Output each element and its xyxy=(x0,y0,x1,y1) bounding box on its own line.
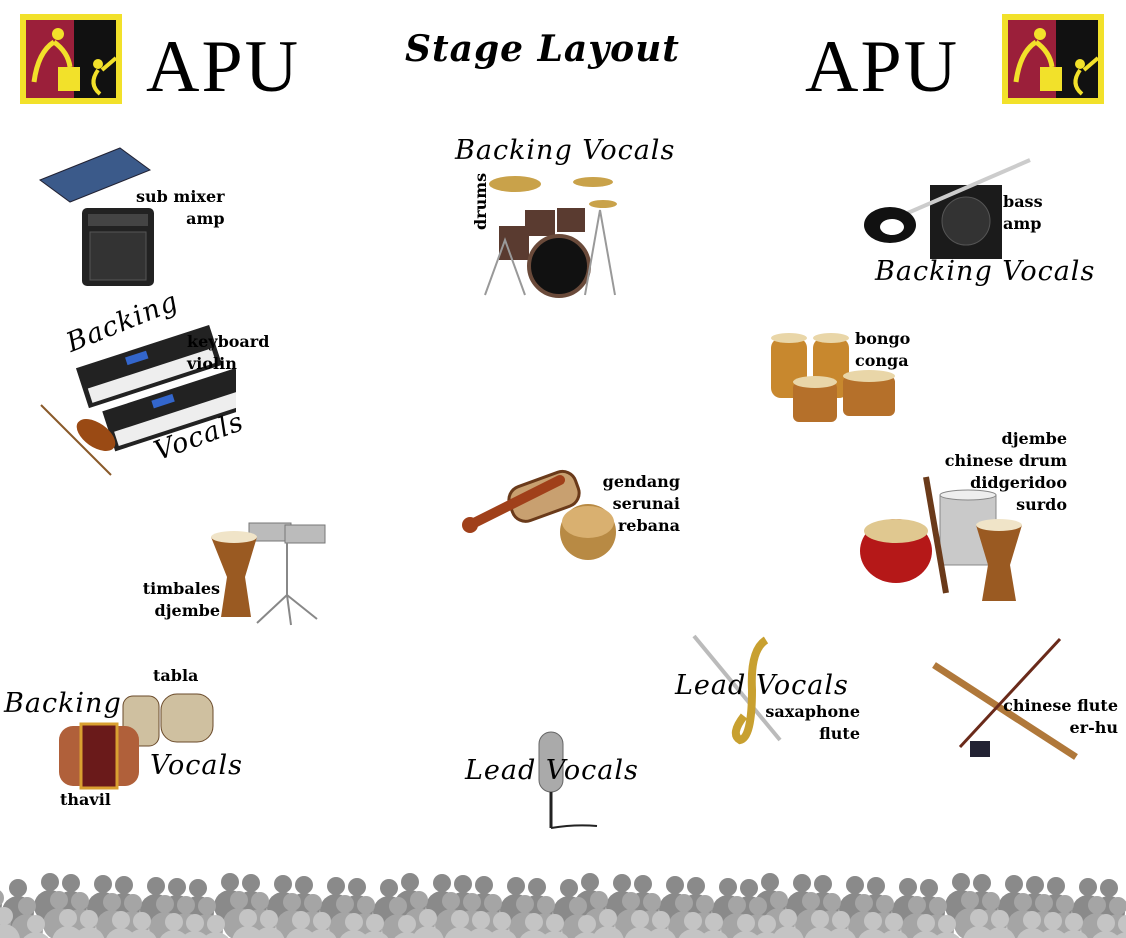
audience-member xyxy=(106,911,136,938)
bongo-conga-icon xyxy=(771,333,895,422)
mixer-label: sub mixer amp xyxy=(136,187,225,228)
gendang-label: gendang serunai rebana xyxy=(602,472,680,535)
audience-member xyxy=(466,911,496,938)
drums-label: drums xyxy=(471,172,490,230)
audience-member xyxy=(772,909,804,938)
microphone-icon xyxy=(538,731,598,829)
world-drums-label: djembe chinese drum didgeridoo surdo xyxy=(944,429,1067,514)
audience-member xyxy=(700,913,728,938)
audience-member xyxy=(361,914,389,938)
drum-kit-icon xyxy=(484,176,617,298)
saxophone-flute-icon xyxy=(692,634,782,745)
audience-member xyxy=(487,912,517,938)
bass-amp-icon xyxy=(864,158,1031,259)
sax-lead-vocals-label: Lead Vocals xyxy=(675,670,849,701)
audience-member xyxy=(1092,914,1120,938)
audience-member xyxy=(181,914,209,938)
apu-logo-right xyxy=(1002,14,1104,104)
audience-member xyxy=(858,912,888,938)
tabla-label: tabla xyxy=(153,666,199,685)
audience-member xyxy=(678,912,708,938)
audience-member xyxy=(520,913,548,938)
audience-member xyxy=(541,914,569,938)
mixer-amp-icon xyxy=(38,147,154,286)
chinese-label: chinese flute er-hu xyxy=(1003,696,1118,737)
audience-member xyxy=(307,912,337,938)
chinese-flute-erhu-icon xyxy=(932,637,1078,760)
audience-member xyxy=(253,910,285,938)
audience-member xyxy=(1038,912,1068,938)
bass-backing-vocals-label: Backing Vocals xyxy=(875,256,1096,287)
audience-crowd xyxy=(0,873,1126,938)
keyboard-violin-icon xyxy=(40,325,236,476)
audience-member xyxy=(73,910,105,938)
audience-member xyxy=(934,915,960,938)
tabla-thavil-icon xyxy=(59,693,214,790)
audience-member xyxy=(826,911,856,938)
audience-member xyxy=(1114,915,1126,938)
audience-member xyxy=(412,909,444,938)
drums-backing-vocals-label: Backing Vocals xyxy=(455,135,676,166)
audience-member xyxy=(160,913,188,938)
audience-member xyxy=(1060,913,1088,938)
apu-logo-text-left: APU xyxy=(146,26,301,108)
audience-member xyxy=(23,915,49,938)
bass-label: bass amp xyxy=(1003,192,1043,233)
audience-member xyxy=(732,914,760,938)
audience-member xyxy=(203,915,229,938)
thavil-label: thavil xyxy=(60,790,111,809)
audience-member xyxy=(1017,911,1047,938)
audience-member xyxy=(444,910,476,938)
audience-member xyxy=(624,910,656,938)
audience-member xyxy=(286,911,316,938)
audience-member xyxy=(340,913,368,938)
audience-member xyxy=(127,912,157,938)
sax-label: saxaphone flute xyxy=(765,702,860,743)
world-drums-icon xyxy=(860,476,1022,601)
keyboard-label: keyboard violin xyxy=(187,332,270,373)
timbales-label: timbales djembe xyxy=(142,579,220,620)
audience-member xyxy=(880,913,908,938)
gendang-serunai-rebana-icon xyxy=(462,469,616,560)
bongo-label: bongo conga xyxy=(855,329,911,370)
lead-vocals-label: Lead Vocals xyxy=(465,755,639,786)
audience-member xyxy=(646,911,676,938)
audience-member xyxy=(984,910,1016,938)
audience-member xyxy=(912,914,940,938)
tabla-backing-label: Backing xyxy=(4,688,122,719)
tabla-vocals-label: Vocals xyxy=(150,750,243,781)
audience-member xyxy=(804,910,836,938)
audience-member xyxy=(592,909,624,938)
audience-member xyxy=(0,907,20,938)
apu-logo-text-right: APU xyxy=(805,26,960,108)
timbales-djembe-icon xyxy=(211,522,326,626)
apu-logo-left xyxy=(20,14,122,104)
page-title: Stage Layout xyxy=(405,28,680,70)
